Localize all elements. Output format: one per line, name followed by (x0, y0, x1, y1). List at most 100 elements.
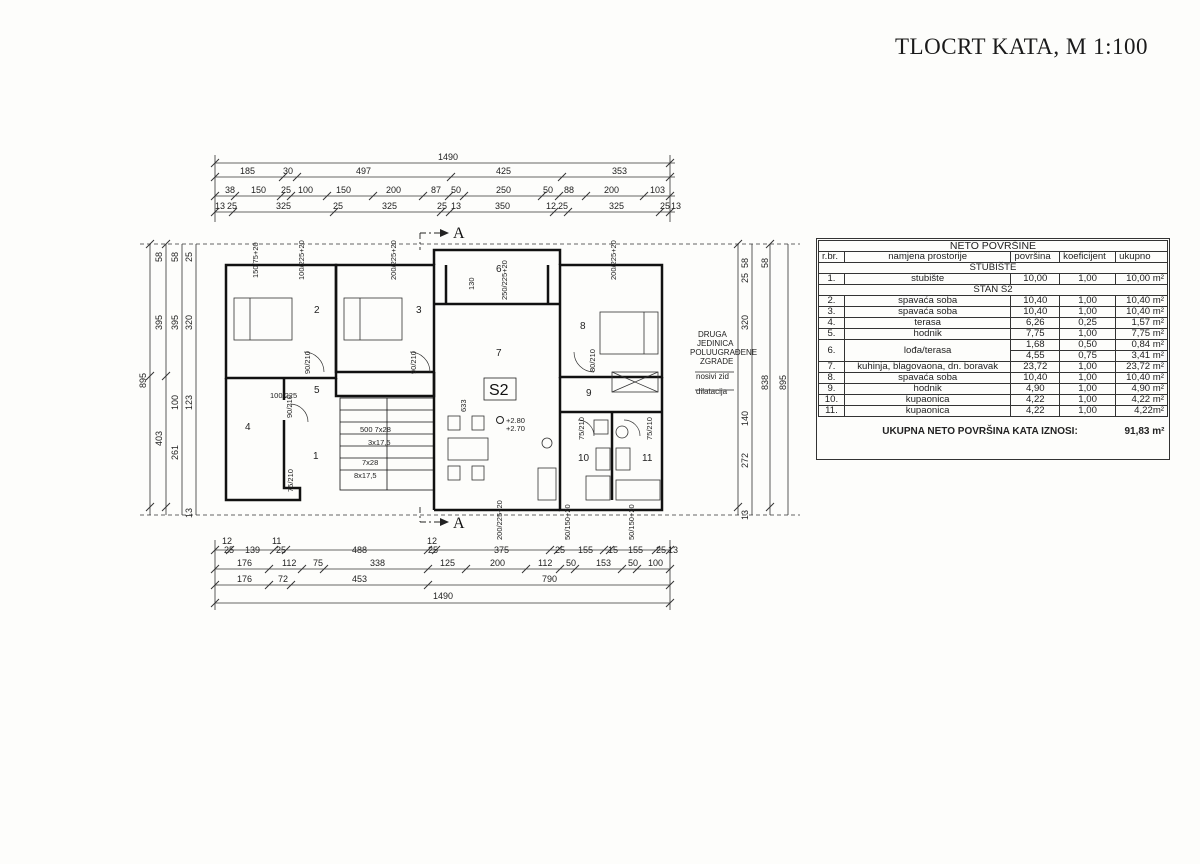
cell: 10,40 m² (1115, 306, 1168, 318)
cell: 1,00 (1059, 394, 1117, 406)
header-cell: koeficijent (1059, 251, 1117, 263)
stair-note-2: 3x17,5 (368, 438, 391, 447)
dim: 150 (336, 185, 351, 195)
cell: spavaća soba (843, 295, 1012, 307)
dimension-lines (140, 155, 800, 610)
opening-label: 100/225 (270, 391, 297, 400)
dim: 395 (154, 315, 164, 330)
opening-label: 75/210 (286, 469, 295, 492)
opening-label: 90/210 (285, 395, 294, 418)
dim: 200 (604, 185, 619, 195)
cell: 1,00 (1059, 295, 1117, 307)
dims-top-row2: 185 30 497 425 353 (240, 166, 627, 176)
cell: 10,40 m² (1115, 372, 1168, 384)
dim: 30 (283, 166, 293, 176)
dims-right: 895 838 320 140 272 58 58 25 13 (740, 258, 788, 520)
cell: 10,00 (1010, 273, 1061, 285)
dim: 13 (215, 201, 225, 211)
cell: kuhinja, blagovaona, dn. boravak (843, 361, 1012, 373)
dim: 13 (671, 201, 681, 211)
cell: 1,00 (1059, 405, 1117, 417)
dim: 13 (740, 510, 750, 520)
room-number-9: 9 (586, 388, 592, 399)
dim: 72 (278, 574, 288, 584)
cell: 10,40 (1010, 306, 1061, 318)
dim: 353 (612, 166, 627, 176)
dim: 453 (352, 574, 367, 584)
dim: 13 (668, 545, 678, 555)
table-row: 5. hodnik 7,75 1,00 7,75 m² (818, 328, 1168, 340)
dim: 25 (227, 201, 237, 211)
opening-label: 90/210 (303, 351, 312, 374)
door-swings (289, 351, 641, 437)
dim: 176 (237, 574, 252, 584)
dim: 58 (170, 252, 180, 262)
dim: 15 (608, 545, 618, 555)
room-number-8: 8 (580, 321, 586, 332)
dim: 25 (333, 201, 343, 211)
dims-bottom-row3: 176 72 453 790 (237, 574, 557, 584)
dim: 790 (542, 574, 557, 584)
opening-labels: 150/75+20 100/225+20 200/225+20 130 250/… (251, 240, 654, 540)
cell: 0,25 (1059, 317, 1117, 329)
table-row: 1. stubište 10,00 1,00 10,00 m² (818, 273, 1168, 285)
cell: 1. (818, 273, 845, 285)
section-arrow-top (440, 229, 449, 237)
dim: 153 (596, 558, 611, 568)
dim: 250 (496, 185, 511, 195)
dim: 139 (245, 545, 260, 555)
dim: 58 (740, 258, 750, 268)
room-number-5: 5 (314, 385, 320, 396)
cell: 4,55 (1010, 350, 1061, 362)
dim: 25 (184, 252, 194, 262)
section-label-bottom: A (453, 515, 465, 532)
dim: 25 (276, 545, 286, 555)
table-row: 2. spavaća soba 10,40 1,00 10,40 m² (818, 295, 1168, 307)
dims-top-row4: 13 25 325 25 325 25 13 350 12 25 325 25 … (215, 201, 681, 211)
section-label-top: A (453, 225, 465, 242)
cell: 1,68 (1010, 339, 1061, 351)
dim: 375 (494, 545, 509, 555)
room-number-6: 6 (496, 264, 502, 275)
cell: 1,00 (1059, 372, 1117, 384)
dim: 25 (224, 545, 234, 555)
dims-bottom-row2: 176 112 75 338 125 200 112 50 153 50 100 (237, 558, 663, 568)
cell: 4,22 m² (1115, 394, 1168, 406)
dim: 403 (154, 431, 164, 446)
net-area-table: NETO POVRŠINE r.br. namjena prostorije p… (818, 240, 1168, 445)
cell: terasa (843, 317, 1012, 329)
dim: 497 (356, 166, 371, 176)
dims-top-row3: 38 150 25 100 150 200 87 50 250 50 88 20… (225, 185, 665, 195)
dim: 25 (428, 545, 438, 555)
cell: 9. (818, 383, 845, 395)
dim: 200 (490, 558, 505, 568)
beds (233, 297, 659, 355)
stair-note-1: 500 7x28 (360, 425, 391, 434)
opening-label: 100/225+20 (297, 240, 306, 280)
cell: 11. (818, 405, 845, 417)
dim: 25 (660, 201, 670, 211)
opening-label: 50/150+20 (563, 504, 572, 540)
dim: 11 (272, 536, 281, 546)
cell: 10,40 (1010, 372, 1061, 384)
stair-note-3: 7x28 (362, 458, 378, 467)
cell: 1,00 (1059, 328, 1117, 340)
level-1: +2.80 (506, 416, 525, 425)
dim: 25 (555, 545, 565, 555)
cell: 7,75 (1010, 328, 1061, 340)
dim: 838 (760, 375, 770, 390)
cell: 1,57 m² (1115, 317, 1168, 329)
dim: 103 (650, 185, 665, 195)
table-row: 6. lođa/terasa 1,68 0,50 0,84 m² (818, 339, 1168, 362)
dim: 75 (313, 558, 323, 568)
total-label: UKUPNA NETO POVRŠINA KATA IZNOSI: (882, 426, 1078, 437)
cell: kupaonica (843, 394, 1012, 406)
level-marker-icon (496, 416, 504, 424)
dim: 50 (628, 558, 638, 568)
room-number-1: 1 (313, 451, 319, 462)
fixtures (447, 371, 661, 501)
level-2: +2.70 (506, 424, 525, 433)
total-value: 91,83 m² (1124, 426, 1165, 437)
table-title: NETO POVRŠINE (818, 240, 1168, 252)
opening-label: 80/210 (588, 349, 597, 372)
